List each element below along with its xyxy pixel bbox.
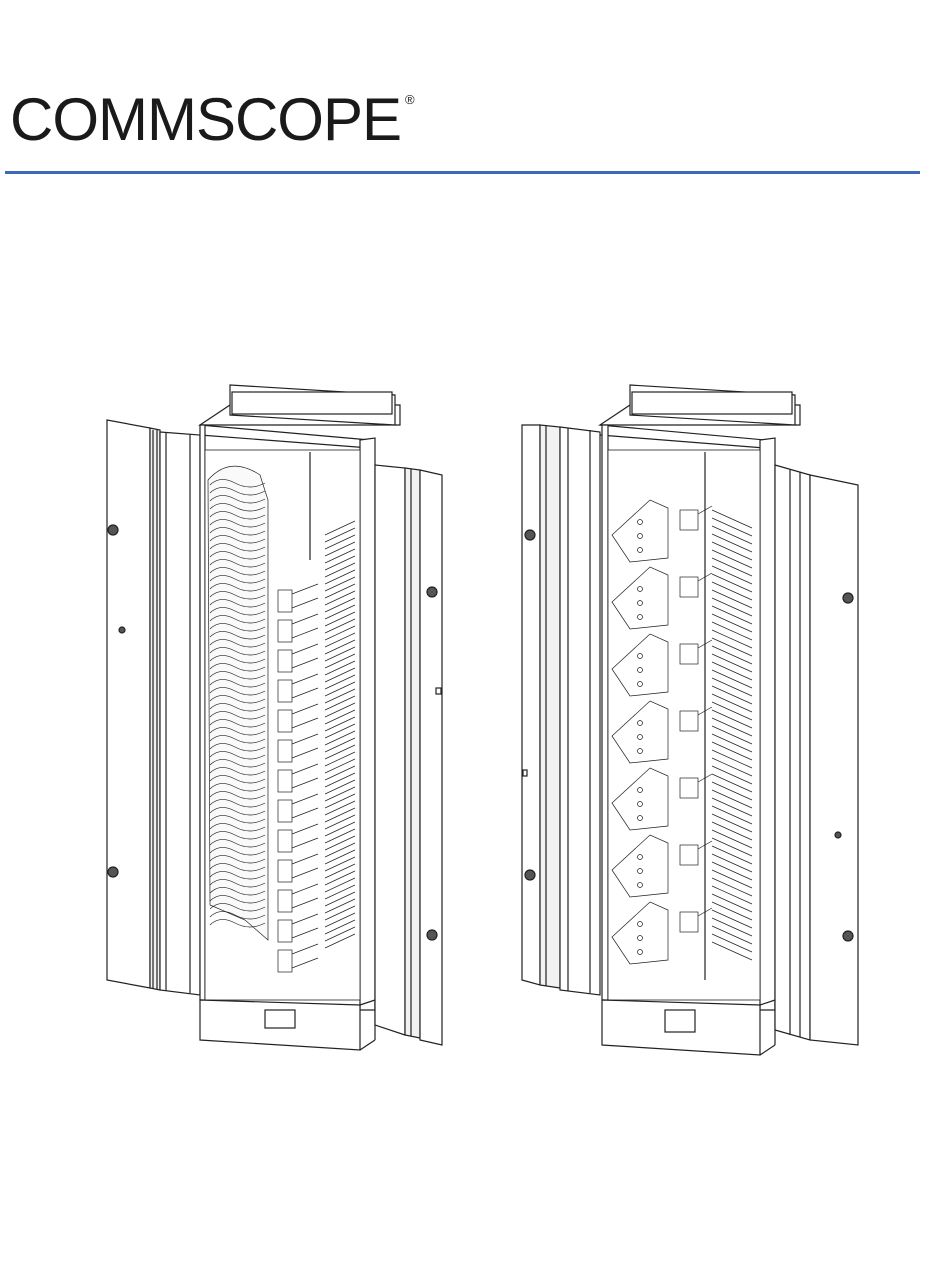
logo-wordmark: COMMSCOPE bbox=[10, 90, 401, 150]
cabinet-drawings bbox=[0, 380, 950, 1080]
header-rule bbox=[5, 171, 920, 174]
registered-mark: ® bbox=[405, 92, 415, 107]
commscope-logo: COMMSCOPE ® bbox=[10, 90, 415, 160]
right-door-left-icon bbox=[522, 425, 600, 995]
left-slack-storage-icon bbox=[208, 466, 268, 940]
left-door-right-icon bbox=[375, 465, 442, 1045]
right-door-right-icon bbox=[775, 465, 858, 1045]
right-cabinet-drawing bbox=[522, 385, 858, 1055]
left-cabinet-drawing bbox=[107, 385, 442, 1050]
left-door-left-icon bbox=[107, 420, 160, 990]
